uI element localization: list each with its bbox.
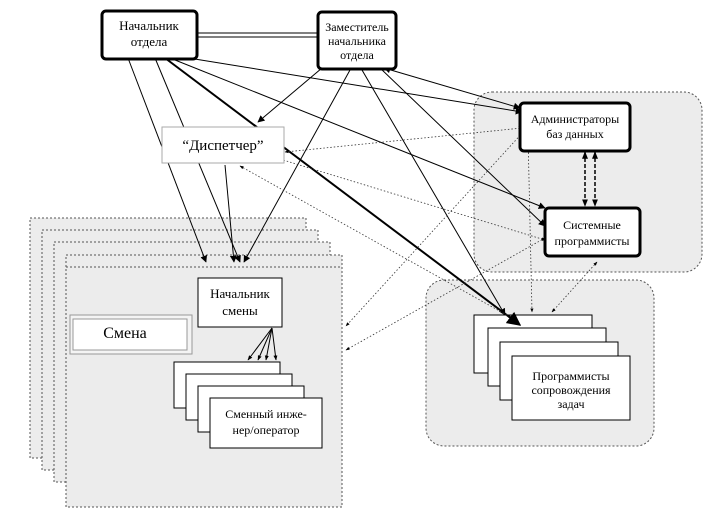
shift-head-line1: Начальник [210,286,270,301]
shift-label: Смена [103,325,147,342]
db-admins-line1: Администраторы [531,112,620,126]
deputy-head-node: Заместитель начальника отдела [316,10,398,71]
support-programmers-line1: Программисты [532,369,609,383]
shift-head-node: Начальник смены [197,277,283,328]
head-of-department-line2: отдела [131,34,168,49]
shift-label-box: Смена [69,314,193,355]
deputy-head-line1: Заместитель [325,20,389,34]
head-of-department-line1: Начальник [119,18,179,33]
support-programmers-line3: задач [557,397,584,411]
deputy-head-line3: отдела [340,48,374,62]
shift-operator-line2: нер/оператор [233,423,300,437]
db-admins-node: Администраторы баз данных [518,101,632,153]
support-programmers-line2: сопровождения [531,383,611,397]
dispatcher-label: “Диспетчер” [182,138,263,154]
head-of-department-node: Начальник отдела [100,9,199,61]
shift-operator-line1: Сменный инже- [225,407,307,421]
shift-operator-stack [173,361,323,449]
system-programmers-line2: программисты [555,234,630,248]
dispatcher-node: “Диспетчер” [161,126,285,164]
system-programmers-node: Системные программисты [543,206,642,258]
db-admins-line2: баз данных [546,127,604,141]
deputy-head-line2: начальника [328,34,387,48]
shift-head-line2: смены [222,303,258,318]
connectors-dotted [239,126,598,351]
system-programmers-line1: Системные [563,218,621,232]
